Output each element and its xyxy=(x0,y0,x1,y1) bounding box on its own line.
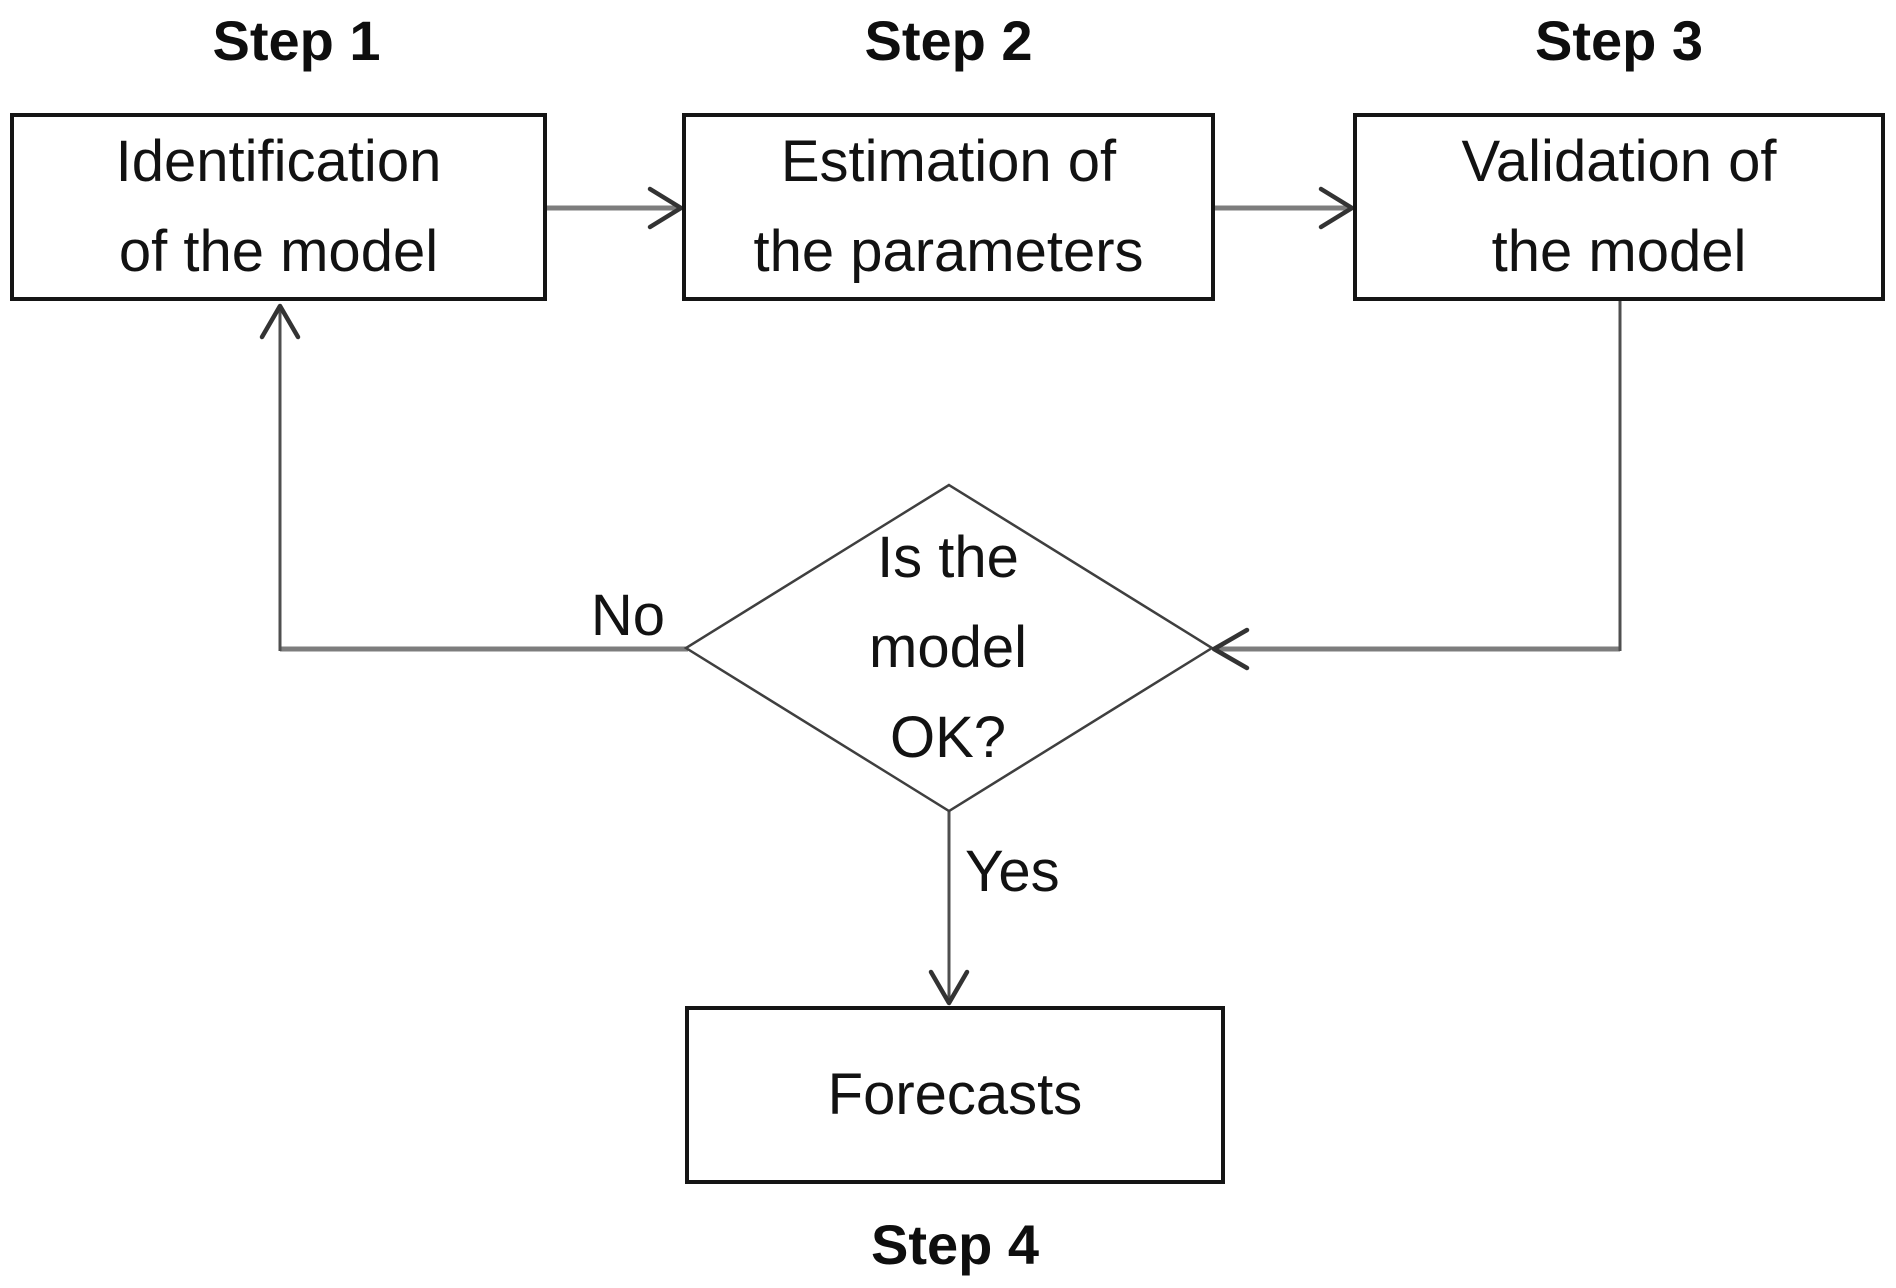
validation-box-line2: the model xyxy=(1491,219,1747,284)
arrowhead-right-into-step3-icon xyxy=(1318,186,1355,230)
decision-line2: model xyxy=(869,615,1027,680)
forecasts-box: Forecasts xyxy=(685,1006,1225,1184)
validation-box-line1: Validation of xyxy=(1461,129,1777,194)
step3-heading: Step 3 xyxy=(1534,9,1704,72)
identification-box-line1: Identification xyxy=(115,129,442,194)
decision-diamond-shape xyxy=(683,483,1215,813)
arrowhead-up-into-step1-icon xyxy=(259,303,301,340)
estimation-box-line1: Estimation of xyxy=(780,129,1117,194)
estimation-box: Estimation of the parameters xyxy=(682,113,1215,301)
arrowhead-down-into-forecasts-icon xyxy=(928,969,970,1006)
decision-diamond-text: Is the model OK? xyxy=(698,495,1198,801)
step1-heading: Step 1 xyxy=(212,9,381,72)
arrowhead-left-into-decision-icon xyxy=(1211,627,1250,671)
step2-heading: Step 2 xyxy=(864,9,1033,72)
identification-box-line2: of the model xyxy=(118,219,439,284)
validation-box: Validation of the model xyxy=(1353,113,1885,301)
decision-line1: Is the xyxy=(877,525,1019,590)
estimation-box-line2: the parameters xyxy=(753,219,1144,284)
arrowhead-right-into-step2-icon xyxy=(647,186,684,230)
forecasts-box-line1: Forecasts xyxy=(827,1062,1083,1127)
decision-line3: OK? xyxy=(889,705,1007,770)
identification-box: Identification of the model xyxy=(10,113,547,301)
yes-branch-label: Yes xyxy=(965,839,1060,904)
step4-heading: Step 4 xyxy=(870,1213,1040,1276)
no-branch-label: No xyxy=(590,583,665,648)
